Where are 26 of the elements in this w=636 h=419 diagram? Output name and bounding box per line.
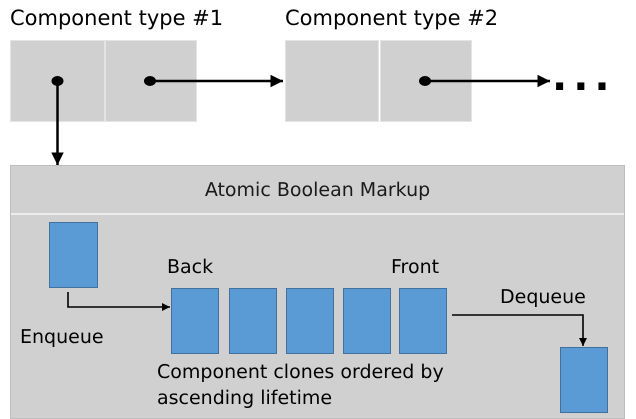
arrow [51, 76, 64, 165]
component-slot [10, 40, 105, 122]
component-slot [105, 40, 197, 122]
clone-box [229, 288, 277, 354]
clone-box [286, 288, 334, 354]
edge-label: Dequeue [500, 286, 586, 308]
ellipsis: ... [552, 54, 616, 100]
clone-box [343, 288, 391, 354]
queue-caption: Component clones ordered by ascending lifetime [157, 360, 445, 411]
component-slot [380, 40, 472, 122]
component-heading: Component type #1 [10, 6, 224, 30]
component-slot [285, 40, 379, 122]
arrow [419, 74, 550, 88]
markup-panel [10, 165, 625, 419]
clone-box [171, 288, 219, 354]
queue-end-label: Front [391, 256, 440, 278]
edge-label: Enqueue [20, 326, 104, 348]
clone-box [49, 222, 98, 288]
arrow [144, 74, 283, 88]
clone-box [399, 288, 447, 354]
component-heading: Component type #2 [285, 6, 498, 30]
clone-box [560, 347, 608, 413]
arrow [67, 292, 170, 311]
arrow [452, 314, 587, 346]
queue-end-label: Back [167, 256, 214, 278]
panel-title: Atomic Boolean Markup [204, 178, 430, 200]
